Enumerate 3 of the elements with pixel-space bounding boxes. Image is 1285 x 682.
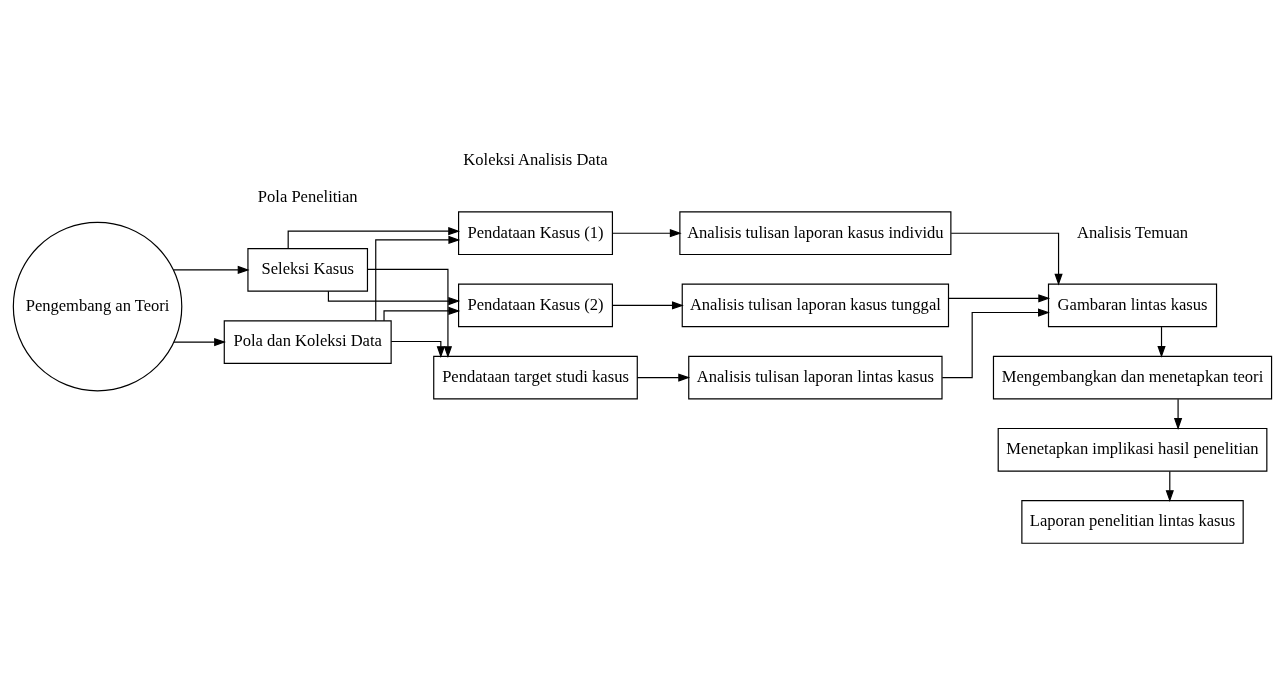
label: Pola Penelitian	[257, 186, 358, 206]
label: Analisis Temuan	[1076, 222, 1189, 242]
label: Koleksi Analisis Data	[463, 149, 608, 169]
